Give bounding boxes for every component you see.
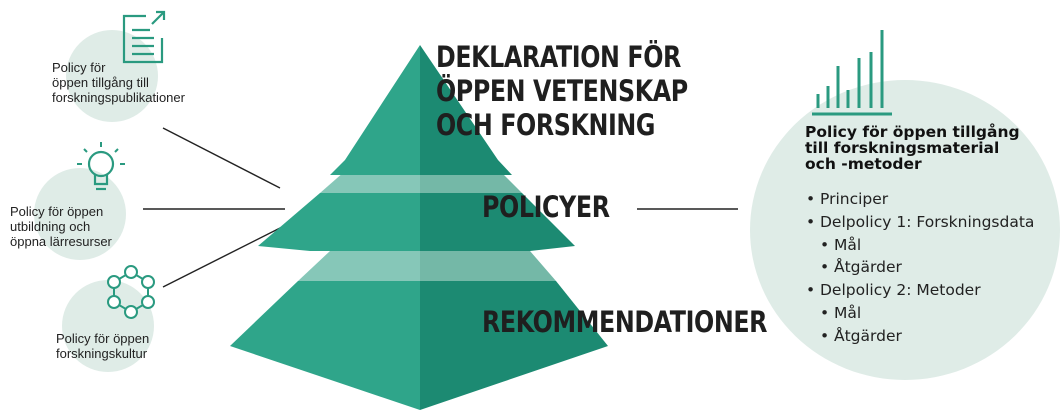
left-item-2-line-2: utbildning och [10,219,91,234]
pyramid-label-top: DEKLARATION FÖR ÖPPEN VETENSKAP OCH FORS… [436,40,688,142]
list-item: •Åtgärder [806,325,1034,348]
bullet-icon: • [806,190,816,208]
connector-line-1 [162,127,281,189]
right-panel-list: •Principer •Delpolicy 1: Forskningsdata … [806,188,1034,348]
list-item: •Principer [806,188,1034,211]
lightbulb-icon [77,142,125,191]
bullet-icon: • [820,235,830,254]
left-item-3-label: Policy för öppen forskningskultur [56,331,149,361]
list-item-text: Mål [834,303,862,322]
pyramid-tier-top [330,45,512,175]
bubble-3 [62,280,154,372]
right-panel-title: Policy för öppen tillgång till forskning… [805,124,1020,172]
list-item: •Delpolicy 1: Forskningsdata [806,211,1034,234]
pyramid-label-middle: POLICYER [482,190,610,224]
bullet-icon: • [820,326,830,345]
left-item-3-line-2: forskningskultur [56,346,148,361]
bullet-icon: • [806,281,816,300]
list-item-text: Delpolicy 2: Metoder [820,281,981,300]
right-title-line-1: Policy för öppen tillgång [805,123,1020,141]
list-item-text: Principer [820,190,889,208]
list-item: •Mål [806,234,1034,257]
list-item-text: Mål [834,235,862,254]
bullet-icon: • [820,258,830,277]
right-title-line-3: och -metoder [805,155,922,173]
document-icon [122,10,166,64]
left-item-1-line-2: öppen tillgång till [52,75,149,90]
list-item-text: Delpolicy 1: Forskningsdata [820,212,1035,231]
bar-chart-icon [812,30,892,116]
pyramid-band-2 [298,251,556,281]
pyramid-label-top-line-1: DEKLARATION FÖR [436,40,681,74]
list-item: •Mål [806,302,1034,325]
bullet-icon: • [806,212,816,231]
pyramid-label-top-line-2: ÖPPEN VETENSKAP [436,74,688,108]
pyramid-tier-bottom [230,281,608,410]
left-item-3-line-1: Policy för öppen [56,331,150,346]
pyramid-label-top-line-3: OCH FORSKNING [436,108,656,142]
bubble-2 [34,168,126,260]
list-item: •Delpolicy 2: Metoder [806,279,1034,302]
left-item-1-line-3: forskningspublikationer [52,90,185,105]
left-item-1-label: Policy för öppen tillgång till forskning… [52,60,185,105]
right-bubble [750,80,1060,380]
bullet-icon: • [820,303,830,322]
list-item-text: Åtgärder [834,326,902,345]
network-icon [107,265,155,319]
left-item-2-line-1: Policy för öppen [10,204,104,219]
list-item-text: Åtgärder [834,258,902,277]
right-title-line-2: till forskningsmaterial [805,139,1000,157]
list-item: •Åtgärder [806,256,1034,279]
connector-line-3 [162,225,285,288]
left-item-2-label: Policy för öppen utbildning och öppna lä… [10,204,112,249]
left-item-1-line-1: Policy för [52,60,106,75]
left-item-2-line-3: öppna lärresurser [10,234,112,249]
pyramid-tier-middle [258,193,575,251]
pyramid-label-bottom: REKOMMENDATIONER [482,305,768,339]
